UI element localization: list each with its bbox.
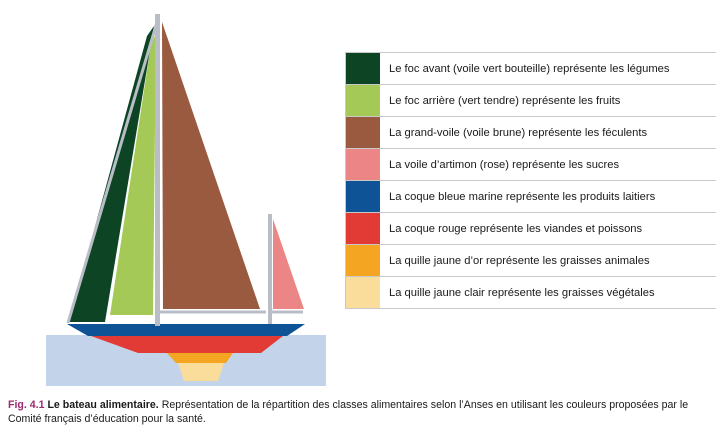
caption-title: Le bateau alimentaire.: [47, 399, 158, 411]
legend-row: La quille jaune clair représente les gra…: [346, 277, 716, 308]
legend-swatch: [346, 181, 380, 212]
voile-artimon-sail: [273, 219, 304, 309]
legend-swatch: [346, 149, 380, 180]
legend-text: La coque rouge représente les viandes et…: [380, 223, 642, 235]
legend-swatch: [346, 245, 380, 276]
caption-figure-number: Fig. 4.1: [8, 399, 45, 411]
color-legend: Le foc avant (voile vert bouteille) repr…: [345, 52, 716, 309]
legend-swatch: [346, 85, 380, 116]
legend-text: La voile d’artimon (rose) représente les…: [380, 159, 619, 171]
legend-swatch: [346, 213, 380, 244]
legend-row: La coque bleue marine représente les pro…: [346, 181, 716, 213]
food-boat-diagram: [0, 0, 340, 392]
hull-navy-blue: [67, 324, 305, 336]
main-mast: [155, 14, 160, 326]
legend-text: Le foc avant (voile vert bouteille) repr…: [380, 63, 669, 75]
legend-text: Le foc arrière (vert tendre) représente …: [380, 95, 620, 107]
legend-row: Le foc avant (voile vert bouteille) repr…: [346, 53, 716, 85]
legend-text: La coque bleue marine représente les pro…: [380, 191, 655, 203]
legend-text: La grand-voile (voile brune) représente …: [380, 127, 647, 139]
keel-light-yellow: [178, 363, 224, 381]
legend-row: Le foc arrière (vert tendre) représente …: [346, 85, 716, 117]
grand-voile-sail: [162, 22, 260, 309]
mizzen-mast: [268, 214, 272, 324]
legend-row: La voile d’artimon (rose) représente les…: [346, 149, 716, 181]
legend-row: La coque rouge représente les viandes et…: [346, 213, 716, 245]
keel-gold-yellow: [167, 353, 233, 363]
legend-swatch: [346, 117, 380, 148]
legend-swatch: [346, 277, 380, 308]
legend-text: La quille jaune clair représente les gra…: [380, 287, 655, 299]
figure-caption: Fig. 4.1 Le bateau alimentaire. Représen…: [8, 398, 714, 426]
legend-swatch: [346, 53, 380, 84]
legend-row: La quille jaune d’or représente les grai…: [346, 245, 716, 277]
legend-row: La grand-voile (voile brune) représente …: [346, 117, 716, 149]
legend-text: La quille jaune d’or représente les grai…: [380, 255, 650, 267]
